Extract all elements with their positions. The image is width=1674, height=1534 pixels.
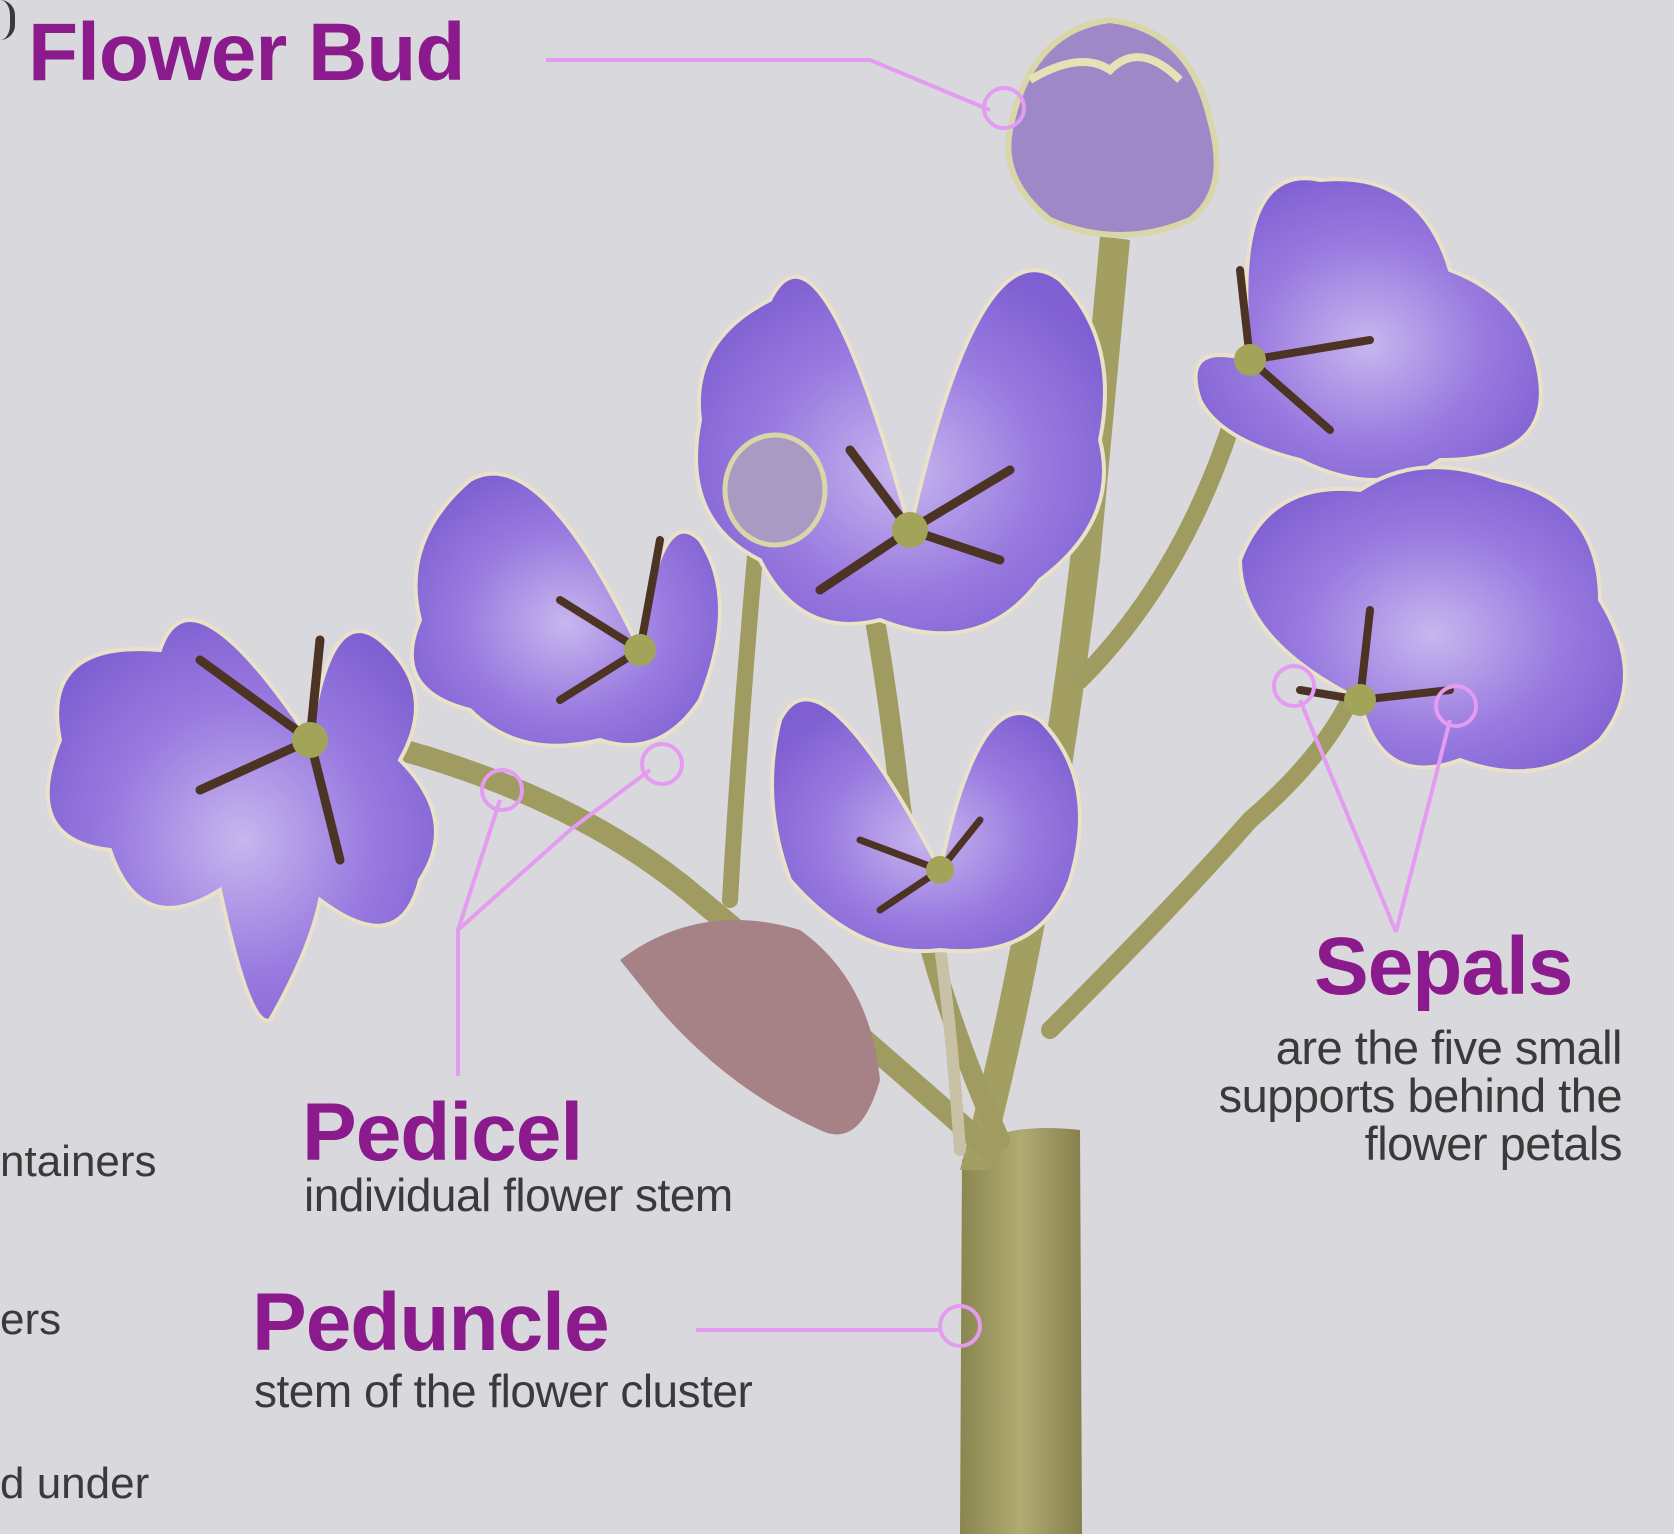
flower-bud-top xyxy=(1008,20,1216,235)
pedicel-label: Pedicel xyxy=(302,1092,582,1174)
bract-leaf xyxy=(620,920,880,1134)
peduncle-label: Peduncle xyxy=(252,1282,609,1364)
flower-right xyxy=(1240,467,1625,771)
cropped-text-fragment: ntainers xyxy=(0,1140,157,1184)
sepals-description: are the five small supports behind the f… xyxy=(1204,1024,1622,1168)
flower-mid-left xyxy=(412,474,720,746)
flower-bud-leader xyxy=(546,60,990,110)
pedicel-leader xyxy=(458,800,500,1076)
pedicel-description: individual flower stem xyxy=(304,1172,733,1219)
peduncle-description: stem of the flower cluster xyxy=(254,1368,752,1415)
cropped-text-fragment: d under xyxy=(0,1462,149,1506)
sepals-label: Sepals xyxy=(1314,926,1572,1008)
flower-left xyxy=(48,620,436,1021)
cropped-text-fragment: ers xyxy=(0,1298,61,1342)
flower-bud-label: Flower Bud xyxy=(28,12,464,94)
flower-bud-small xyxy=(725,435,825,545)
flower-upper-right xyxy=(1196,178,1541,480)
flower-lower-center xyxy=(772,699,1080,951)
